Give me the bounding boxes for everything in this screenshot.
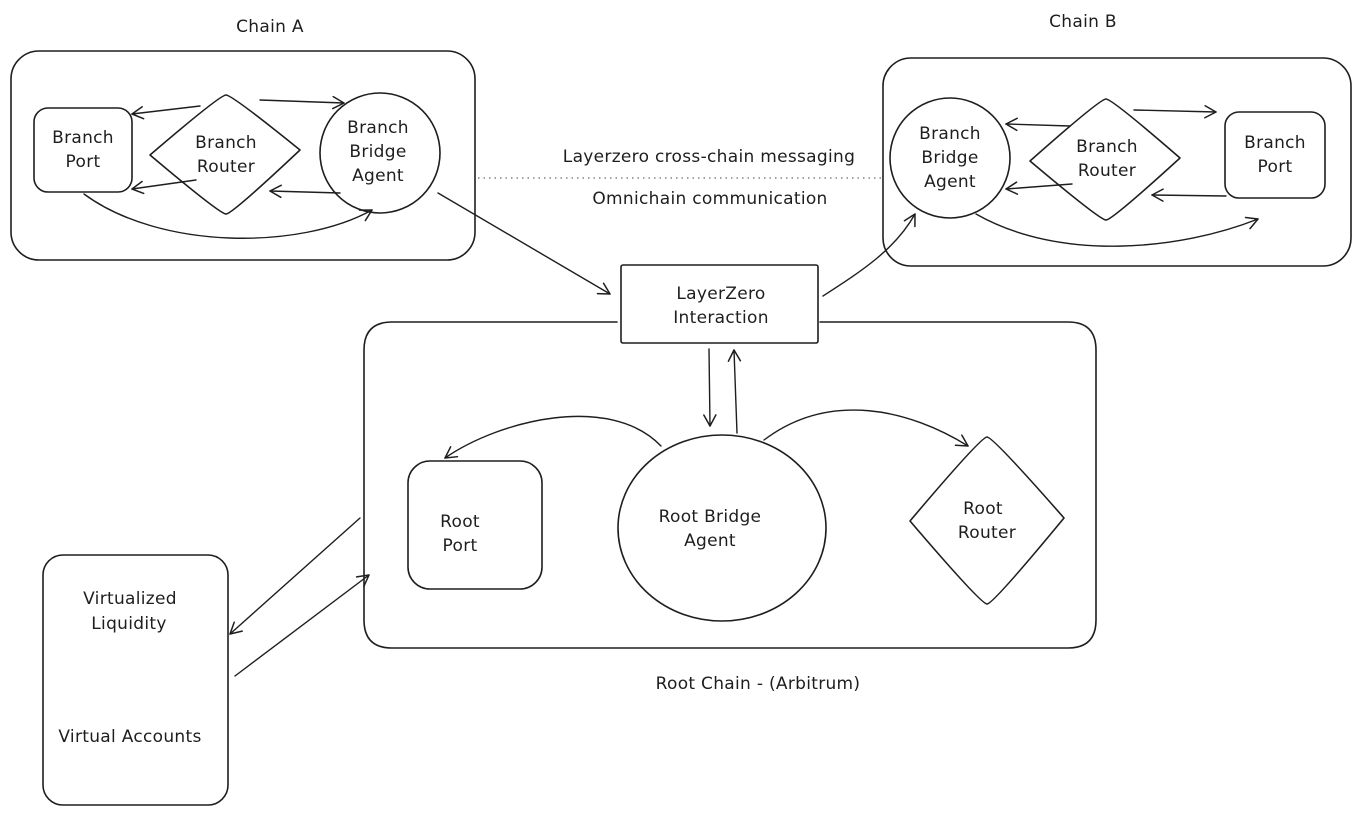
layerzero-label-1: LayerZero [676,284,765,304]
root-bridge-agent-label-2: Agent [684,531,736,551]
arrow-root-agent-to-layerzero [727,349,742,434]
chain-a-branch-router-label-1: Branch [195,133,257,153]
chain-a-branch-router-label-2: Router [197,157,255,177]
chain-a-branch-port-label-2: Port [66,152,101,172]
chain-a-branch-port [33,107,133,193]
chain-b-title: Chain B [1049,12,1117,32]
chain-b-branch-bridge-agent-label-1: Branch [919,124,981,144]
virtualized-liquidity-label-2: Liquidity [91,614,166,634]
messaging-label-bottom: Omnichain communication [592,189,827,209]
layerzero-interaction-box [620,264,819,344]
virtual-accounts-label: Virtual Accounts [58,727,201,747]
arrow-root-agent-to-root-port [444,415,662,459]
virtualized-liquidity-label-1: Virtualized [83,589,177,609]
chain-b-branch-router [1029,98,1181,221]
chain-b-branch-bridge-agent [889,97,1011,219]
root-bridge-agent-label-1: Root Bridge [659,507,762,527]
root-port-label-2: Port [443,536,478,556]
chain-a-branch-bridge-agent [319,92,441,214]
chain-a-group: Chain A Branch Port Branch Router Branch… [10,17,476,261]
arrow-a-router-to-port-bottom [131,179,197,195]
root-router [909,436,1065,605]
layerzero-label-2: Interaction [673,308,769,328]
root-chain-container [363,321,1097,649]
chain-b-branch-port-label-1: Branch [1244,133,1306,153]
chain-a-container [10,50,476,261]
chain-a-title: Chain A [236,17,304,37]
chain-b-branch-bridge-agent-label-2: Bridge [921,148,978,168]
root-chain-group: Root Chain - (Arbitrum) Root Port Root B… [363,321,1097,694]
arrow-chain-a-agent-to-layerzero [437,192,611,295]
arrow-a-router-to-port-top [131,105,201,120]
messaging-label-top: Layerzero cross-chain messaging [563,147,855,167]
arrow-virtual-to-root-chain [234,574,370,677]
arrow-b-router-to-port-top [1133,104,1217,119]
chain-b-branch-router-label-2: Router [1078,161,1136,181]
root-router-label-2: Router [958,523,1016,543]
chain-b-container [882,57,1352,267]
messaging-group: Layerzero cross-chain messaging Omnichai… [478,147,882,209]
chain-a-branch-port-label-1: Branch [52,128,114,148]
arrow-layerzero-to-chain-b-agent [822,213,916,297]
layerzero-group: LayerZero Interaction [437,192,916,434]
arrow-b-router-to-agent-bottom [1005,181,1073,195]
arrow-a-router-to-agent-top [259,95,345,110]
chain-a-branch-bridge-agent-label-3: Agent [352,166,404,186]
root-router-label-1: Root [963,499,1003,519]
arrow-root-chain-to-virtual [229,517,361,635]
arrow-root-agent-to-root-router [763,409,969,447]
virtual-box [42,554,229,806]
chain-b-branch-port-label-2: Port [1258,157,1293,177]
chain-a-branch-bridge-agent-label-1: Branch [347,118,409,138]
root-bridge-agent [617,434,827,622]
root-port-label-1: Root [440,512,480,532]
virtual-group: Virtualized Liquidity Virtual Accounts [42,517,370,806]
arrow-a-agent-to-router [269,184,341,199]
chain-a-branch-router [149,94,301,215]
chain-b-branch-port [1224,111,1326,199]
root-port [407,460,543,590]
arrow-b-router-to-agent-top [1005,117,1071,132]
arrow-b-agent-to-port-curve [975,213,1259,247]
arrow-a-port-to-agent-curve [83,193,373,239]
root-chain-title: Root Chain - (Arbitrum) [656,674,861,694]
arrow-layerzero-to-root-agent [703,348,717,427]
arrow-b-port-to-router [1151,188,1227,202]
chain-b-branch-bridge-agent-label-3: Agent [924,172,976,192]
chain-a-branch-bridge-agent-label-2: Bridge [349,142,406,162]
chain-b-branch-router-label-1: Branch [1076,137,1138,157]
chain-b-group: Chain B Branch Bridge Agent Branch Route… [882,12,1352,267]
